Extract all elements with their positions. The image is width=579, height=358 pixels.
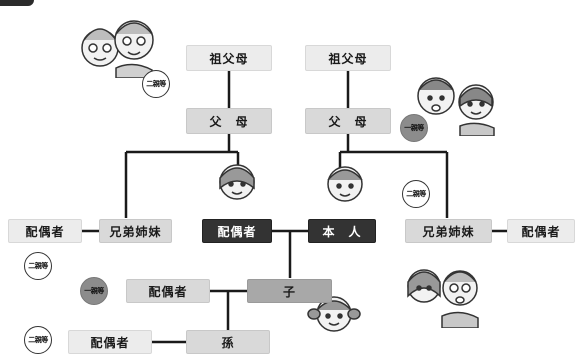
parents-right-box: 父 母 — [305, 108, 391, 134]
spouse-illustration — [219, 164, 255, 200]
degree-badge-siblings-left: 二親等 — [24, 252, 52, 280]
degree-badge-siblings-right: 二親等 — [402, 180, 430, 208]
grandparents-right-box: 祖父母 — [305, 45, 391, 71]
siblings-right-box: 兄弟姉妹 — [405, 219, 492, 243]
child-box: 子 — [247, 279, 332, 303]
spouse-center-box: 配偶者 — [202, 219, 272, 243]
self-illustration — [327, 166, 363, 202]
grandchild-spouse-box: 配偶者 — [68, 330, 152, 354]
child-illustration — [307, 296, 361, 332]
siblings-left-box: 兄弟姉妹 — [99, 219, 172, 243]
grandchild-box: 孫 — [186, 330, 270, 354]
self-box: 本 人 — [308, 219, 376, 243]
grandparents-illustration — [81, 20, 154, 78]
degree-badge-child: 一親等 — [80, 277, 108, 305]
grandparents-left-box: 祖父母 — [186, 45, 272, 71]
corner-tab — [0, 0, 34, 6]
sibling-spouse-left-box: 配偶者 — [8, 219, 82, 243]
siblings-illustration — [407, 269, 479, 328]
sibling-spouse-right-box: 配偶者 — [507, 219, 575, 243]
degree-badge-grandparents: 二親等 — [142, 70, 170, 98]
parents-illustration — [417, 77, 495, 136]
parents-left-box: 父 母 — [186, 108, 272, 134]
child-spouse-box: 配偶者 — [126, 279, 210, 303]
degree-badge-grandchild: 二親等 — [24, 326, 52, 354]
degree-badge-parents: 一親等 — [400, 114, 428, 142]
